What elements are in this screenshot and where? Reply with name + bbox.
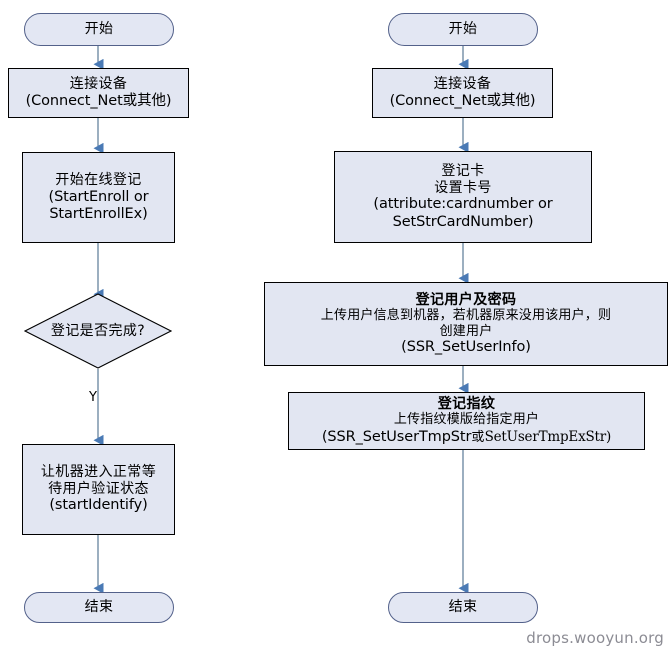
left-enroll-line2: (StartEnroll or bbox=[48, 188, 149, 205]
watermark-text: drops.wooyun.org bbox=[526, 629, 664, 647]
diamond-shape-icon bbox=[24, 293, 172, 369]
left-connect-line1: 连接设备 bbox=[69, 76, 128, 93]
right-start-label: 开始 bbox=[448, 21, 478, 38]
right-user-line4: (SSR_SetUserInfo) bbox=[401, 339, 531, 356]
right-finger-api-or: 或 bbox=[471, 430, 485, 446]
right-user-line3: 创建用户 bbox=[439, 323, 493, 339]
left-start-label: 开始 bbox=[84, 21, 114, 38]
left-decision-enroll-complete[interactable]: 登记是否完成? bbox=[24, 293, 172, 369]
right-finger-line2: 上传指纹模版给指定用户 bbox=[393, 412, 540, 428]
right-start-terminal[interactable]: 开始 bbox=[388, 13, 538, 46]
right-register-fingerprint-box[interactable]: 登记指纹 上传指纹模版给指定用户 (SSR_SetUserTmpStr或SetU… bbox=[288, 392, 645, 450]
left-enroll-line3: StartEnrollEx) bbox=[49, 205, 148, 222]
right-end-terminal[interactable]: 结束 bbox=[388, 592, 538, 623]
right-card-line2: 设置卡号 bbox=[434, 179, 492, 196]
edge-label-yes: Y bbox=[89, 390, 97, 405]
right-finger-api-a: (SSR_SetUserTmpStr bbox=[321, 429, 472, 446]
left-start-terminal[interactable]: 开始 bbox=[24, 13, 174, 46]
left-identify-line1: 让机器进入正常等 bbox=[40, 464, 157, 481]
right-user-line2: 上传用户信息到机器，若机器原来没用该用户，则 bbox=[320, 308, 612, 324]
right-register-user-box[interactable]: 登记用户及密码 上传用户信息到机器，若机器原来没用该用户，则 创建用户 (SSR… bbox=[264, 282, 668, 366]
left-identify-line2: 待用户验证状态 bbox=[48, 480, 149, 497]
right-connect-line2: (Connect_Net或其他) bbox=[389, 92, 536, 109]
right-user-line1: 登记用户及密码 bbox=[415, 291, 517, 308]
right-connect-line1: 连接设备 bbox=[433, 76, 492, 93]
left-end-label: 结束 bbox=[84, 599, 114, 616]
right-card-line3: (attribute:cardnumber or bbox=[373, 196, 553, 213]
left-connect-line2: (Connect_Net或其他) bbox=[25, 92, 172, 109]
right-card-line1: 登记卡 bbox=[441, 163, 485, 180]
left-identify-line3: (startIdentify) bbox=[49, 497, 148, 514]
left-enroll-line1: 开始在线登记 bbox=[55, 172, 142, 189]
right-finger-line3: (SSR_SetUserTmpStr或SetUserTmpExStr) bbox=[319, 427, 614, 446]
left-connect-device-box[interactable]: 连接设备 (Connect_Net或其他) bbox=[8, 68, 189, 118]
right-connect-device-box[interactable]: 连接设备 (Connect_Net或其他) bbox=[372, 68, 553, 118]
left-start-identify-box[interactable]: 让机器进入正常等 待用户验证状态 (startIdentify) bbox=[22, 444, 175, 535]
left-decision-label: 登记是否完成? bbox=[50, 322, 146, 339]
left-end-terminal[interactable]: 结束 bbox=[24, 592, 174, 623]
right-register-card-box[interactable]: 登记卡 设置卡号 (attribute:cardnumber or SetStr… bbox=[334, 151, 592, 243]
left-start-enroll-box[interactable]: 开始在线登记 (StartEnroll or StartEnrollEx) bbox=[22, 152, 175, 243]
right-end-label: 结束 bbox=[448, 599, 478, 616]
right-card-line4: SetStrCardNumber) bbox=[392, 213, 534, 230]
right-finger-line1: 登记指纹 bbox=[437, 395, 496, 412]
right-finger-api-b: SetUserTmpExStr) bbox=[484, 429, 612, 446]
